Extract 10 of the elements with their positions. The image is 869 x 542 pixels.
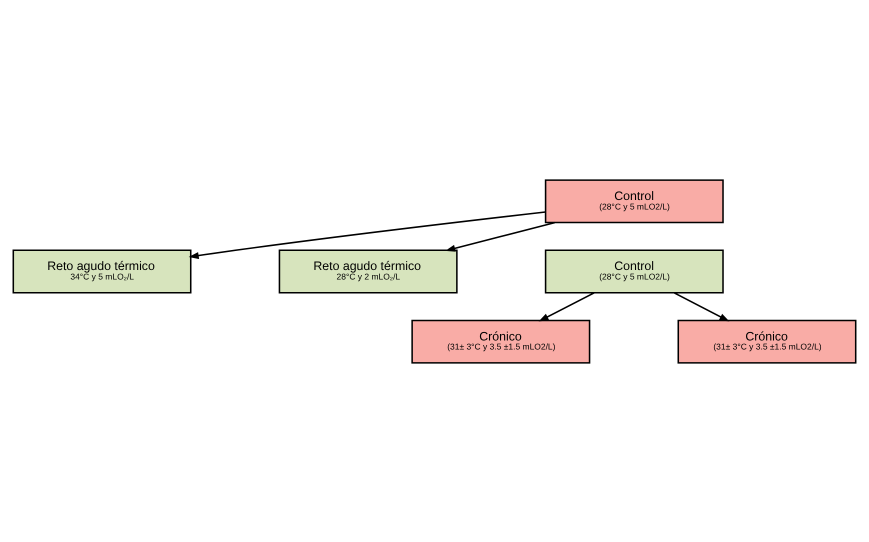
arrow [188,210,546,259]
node-box: Crónico (31± 3°C y 3.5 ±1.5 mLO2/L) [678,319,856,364]
node-box: Reto agudo térmico 28°C y 2 mLO₂/L [278,249,458,293]
arrow [674,292,730,322]
node-box: Control (28°C y 5 mLO2/L) [544,249,724,293]
node-box: Reto agudo térmico 34°C y 5 mLO₂/L [12,249,192,293]
arrow [538,292,595,322]
arrow [445,221,555,252]
node-box: Control (28°C y 5 mLO2/L) [544,178,724,223]
node-box: Crónico (31± 3°C y 3.5 ±1.5 mLO2/L) [411,319,590,364]
